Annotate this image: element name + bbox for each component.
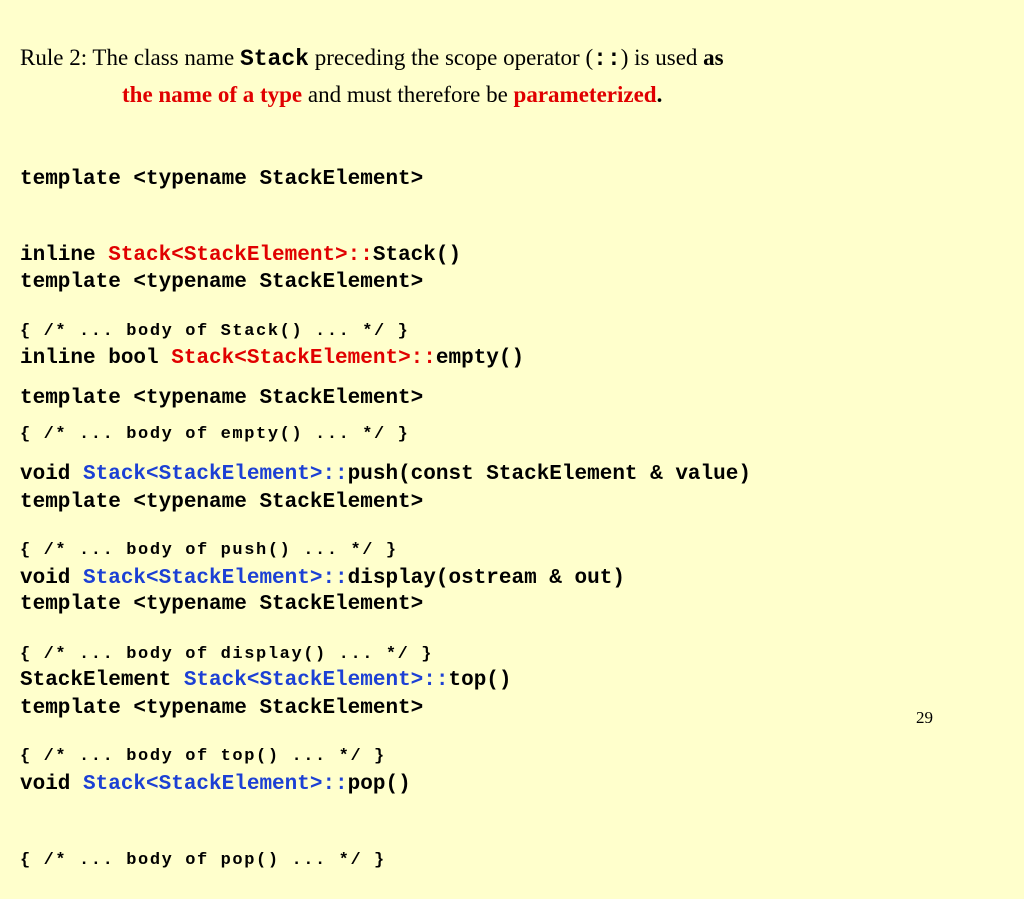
rule-line-2: the name of a type and must therefore be…: [20, 77, 980, 113]
rule-period: .: [656, 82, 663, 107]
signature-prefix: void: [20, 567, 84, 590]
scope-qualifier: Stack<StackElement>::: [183, 669, 449, 692]
code-block-top: template <typename StackElement> StackEl…: [20, 544, 512, 795]
scope-qualifier: Stack<StackElement>::: [83, 773, 348, 796]
body-line: { /* ... body of empty() ... */ }: [20, 425, 410, 444]
signature-prefix: inline bool: [20, 347, 172, 370]
rule-as: as: [703, 45, 724, 70]
scope-qualifier: Stack<StackElement>::: [108, 244, 373, 267]
rule-text-1: Rule 2: The class name: [20, 45, 240, 70]
signature-prefix: inline: [20, 244, 109, 267]
signature-prefix: void: [20, 463, 84, 486]
rule-text-3: ) is used: [620, 45, 704, 70]
member-name: empty(): [435, 347, 525, 370]
rule-line-1: Rule 2: The class name Stack preceding t…: [20, 40, 980, 77]
signature-line: void Stack<StackElement>::display(ostrea…: [20, 564, 625, 594]
rule-scope-operator: ::: [593, 46, 621, 72]
rule-class-name: Stack: [239, 46, 309, 72]
code-block-constructor: template <typename StackElement> inline …: [20, 119, 461, 370]
template-line: template <typename StackElement>: [20, 271, 424, 294]
template-line: template <typename StackElement>: [20, 593, 424, 616]
member-name: Stack(): [372, 244, 462, 267]
body-line: { /* ... body of Stack() ... */ }: [20, 322, 410, 341]
signature-line: void Stack<StackElement>::pop(): [20, 770, 423, 800]
signature-line: inline bool Stack<StackElement>::empty(): [20, 344, 524, 374]
member-name: push(const StackElement & value): [347, 463, 751, 486]
rule-emphasis-parameterized: parameterized: [513, 82, 657, 107]
body-line: { /* ... body of pop() ... */ }: [20, 851, 386, 870]
template-line: template <typename StackElement>: [20, 168, 424, 191]
code-block-empty: template <typename StackElement> inline …: [20, 222, 524, 473]
member-name: pop(): [347, 773, 411, 796]
body-line: { /* ... body of push() ... */ }: [20, 541, 398, 560]
slide-page-number: 29: [916, 708, 933, 727]
scope-qualifier: Stack<StackElement>::: [171, 347, 436, 370]
body-line: { /* ... body of display() ... */ }: [20, 645, 434, 664]
rule-emphasis-type-name: the name of a type: [122, 82, 303, 107]
scope-qualifier: Stack<StackElement>::: [83, 567, 348, 590]
scope-qualifier: Stack<StackElement>::: [83, 463, 348, 486]
body-line: { /* ... body of top() ... */ }: [20, 747, 386, 766]
template-line: template <typename StackElement>: [20, 387, 424, 410]
template-line: template <typename StackElement>: [20, 491, 424, 514]
signature-line: void Stack<StackElement>::push(const Sta…: [20, 460, 751, 490]
member-name: display(ostream & out): [347, 567, 625, 590]
signature-prefix: void: [20, 773, 84, 796]
member-name: top(): [448, 669, 512, 692]
signature-line: StackElement Stack<StackElement>::top(): [20, 666, 512, 696]
code-block-push: template <typename StackElement> void St…: [20, 338, 751, 589]
code-block-display: template <typename StackElement> void St…: [20, 442, 625, 693]
signature-line: inline Stack<StackElement>::Stack(): [20, 241, 461, 271]
rule-text-4: and must therefore be: [302, 82, 514, 107]
template-line: template <typename StackElement>: [20, 697, 424, 720]
signature-prefix: StackElement: [20, 669, 184, 692]
rule-text-2: preceding the scope operator (: [308, 45, 594, 70]
code-block-pop: template <typename StackElement> void St…: [20, 648, 423, 899]
rule-statement: Rule 2: The class name Stack preceding t…: [20, 40, 980, 113]
